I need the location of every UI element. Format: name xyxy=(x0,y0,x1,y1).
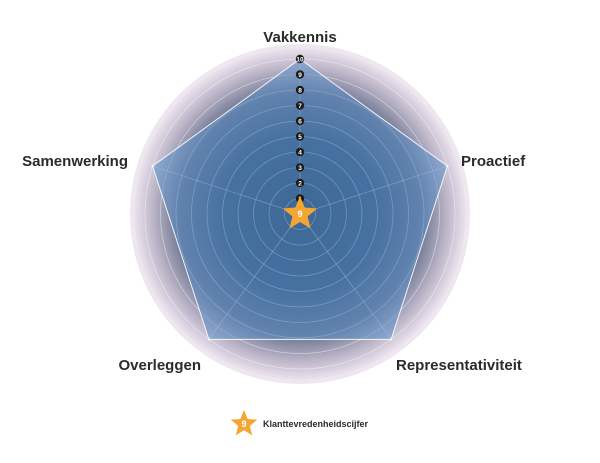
tick-label: 6 xyxy=(298,118,302,125)
center-star xyxy=(282,196,318,229)
center-star-icon: 9 xyxy=(282,196,318,229)
tick-label: 5 xyxy=(298,134,302,141)
tick-label: 8 xyxy=(298,87,302,94)
tick-label: 9 xyxy=(298,72,302,79)
tick-badge xyxy=(295,132,305,141)
legend-star-value: 9 xyxy=(241,419,246,429)
tick-label: 2 xyxy=(298,180,302,187)
axis-label: Overleggen xyxy=(118,357,201,374)
axis-label: Vakkennis xyxy=(263,29,336,46)
data-point xyxy=(446,164,449,168)
tick-badge xyxy=(295,178,305,188)
tick-label: 3 xyxy=(298,165,302,172)
legend: 9 Klanttevredenheidscijfer xyxy=(230,410,369,436)
tick-badge xyxy=(295,85,305,95)
tick-badge xyxy=(295,101,305,110)
scale-tick-labels: 12345678910 xyxy=(295,54,305,203)
data-point xyxy=(389,338,393,341)
tick-badge xyxy=(295,147,305,157)
axis-label: Samenwerking xyxy=(22,153,128,170)
tick-badge xyxy=(295,70,305,79)
tick-label: 7 xyxy=(298,103,302,110)
axis-label: Representativiteit xyxy=(396,357,522,374)
tick-label: 4 xyxy=(298,149,302,156)
tick-badge xyxy=(295,54,305,64)
tick-badge xyxy=(295,116,305,126)
data-point xyxy=(207,338,211,341)
tick-label: 10 xyxy=(296,56,304,63)
data-point xyxy=(151,164,154,168)
axis-label: Proactief xyxy=(461,153,526,170)
legend-star-icon xyxy=(230,410,258,436)
legend-label: Klanttevredenheidscijfer xyxy=(263,419,369,429)
center-score: 9 xyxy=(297,209,302,219)
tick-badge xyxy=(295,163,305,172)
